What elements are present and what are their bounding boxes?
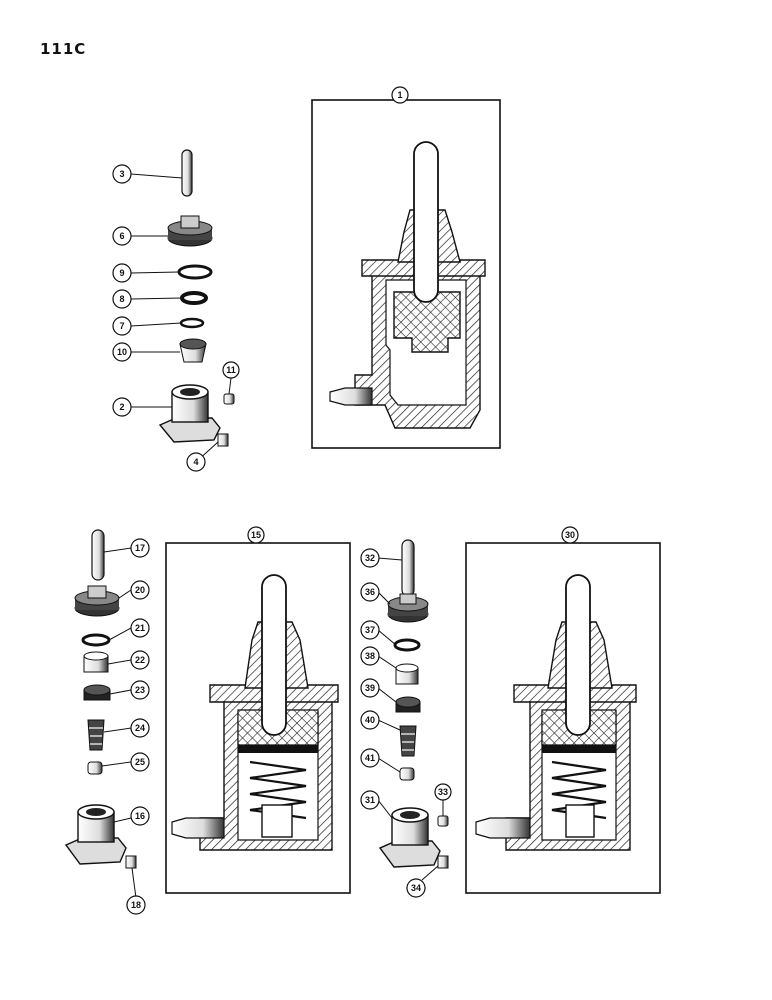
callout-41: 41 — [360, 748, 380, 768]
svg-text:7: 7 — [119, 321, 124, 331]
callout-40: 40 — [360, 710, 380, 730]
assembly-1-cutaway — [311, 99, 501, 449]
page-number-label: 111C — [40, 40, 87, 58]
svg-text:20: 20 — [135, 585, 145, 595]
callout-3: 3 — [112, 164, 132, 184]
part-3-pushrod — [181, 149, 193, 197]
part-32-pushrod — [401, 539, 415, 597]
callout-38: 38 — [360, 646, 380, 666]
part-9-snap-ring — [177, 264, 213, 280]
callout-34: 34 — [406, 878, 426, 898]
callout-36: 36 — [360, 582, 380, 602]
part-22-sleeve — [83, 651, 109, 673]
callout-1: 1 — [391, 86, 409, 104]
callout-2: 2 — [112, 397, 132, 417]
callout-6: 6 — [112, 226, 132, 246]
callout-15: 15 — [247, 526, 265, 544]
part-11-setscrew — [223, 393, 235, 405]
svg-text:23: 23 — [135, 685, 145, 695]
svg-text:31: 31 — [365, 795, 375, 805]
part-6-boot — [167, 215, 213, 247]
callout-10: 10 — [112, 342, 132, 362]
assembly-15-cutaway — [165, 542, 351, 894]
part-36-boot — [387, 593, 429, 623]
callout-9: 9 — [112, 263, 132, 283]
part-21-snap-ring — [81, 633, 111, 647]
part-10-valve — [179, 338, 207, 363]
part-39-piston — [395, 696, 421, 713]
svg-text:24: 24 — [135, 723, 145, 733]
callout-32: 32 — [360, 548, 380, 568]
part-4-bleeder — [217, 433, 229, 447]
part-31-body — [378, 807, 441, 868]
callout-39: 39 — [360, 678, 380, 698]
svg-text:18: 18 — [131, 900, 141, 910]
part-8-seal — [180, 291, 208, 305]
callout-20: 20 — [130, 580, 150, 600]
callout-33: 33 — [434, 783, 452, 801]
svg-text:32: 32 — [365, 553, 375, 563]
assembly-30-cutaway — [465, 542, 661, 894]
part-25-check-valve — [87, 761, 103, 775]
part-17-pushrod — [91, 529, 105, 581]
svg-text:2: 2 — [119, 402, 124, 412]
svg-text:21: 21 — [135, 623, 145, 633]
part-34-bleeder — [437, 855, 449, 869]
svg-text:33: 33 — [438, 787, 448, 797]
part-18-bleeder — [125, 855, 137, 869]
callout-18: 18 — [126, 895, 146, 915]
callout-4: 4 — [186, 452, 206, 472]
callout-30: 30 — [561, 526, 579, 544]
svg-text:9: 9 — [119, 268, 124, 278]
callout-23: 23 — [130, 680, 150, 700]
callout-31: 31 — [360, 790, 380, 810]
callout-17: 17 — [130, 538, 150, 558]
svg-text:25: 25 — [135, 757, 145, 767]
svg-text:1: 1 — [397, 90, 402, 100]
part-38-sleeve — [395, 663, 419, 685]
svg-text:22: 22 — [135, 655, 145, 665]
svg-text:40: 40 — [365, 715, 375, 725]
part-33-setscrew — [437, 815, 449, 827]
part-24-spring — [87, 719, 105, 751]
callout-16: 16 — [130, 806, 150, 826]
svg-text:37: 37 — [365, 625, 375, 635]
part-20-boot — [74, 585, 120, 617]
part-2-body — [158, 384, 221, 443]
leader-lines — [101, 173, 444, 899]
svg-text:11: 11 — [226, 365, 236, 375]
callout-21: 21 — [130, 618, 150, 638]
callout-37: 37 — [360, 620, 380, 640]
part-37-snap-ring — [393, 638, 421, 652]
part-7-o-ring — [179, 317, 205, 329]
svg-text:6: 6 — [119, 231, 124, 241]
callout-8: 8 — [112, 289, 132, 309]
svg-text:15: 15 — [251, 530, 261, 540]
svg-text:10: 10 — [117, 347, 127, 357]
svg-text:3: 3 — [119, 169, 124, 179]
part-41-check-valve — [399, 767, 415, 781]
part-23-piston — [83, 684, 111, 701]
callout-7: 7 — [112, 316, 132, 336]
svg-text:8: 8 — [119, 294, 124, 304]
svg-text:16: 16 — [135, 811, 145, 821]
callout-11: 11 — [222, 361, 240, 379]
svg-text:41: 41 — [365, 753, 375, 763]
part-40-spring — [399, 725, 417, 757]
svg-text:38: 38 — [365, 651, 375, 661]
svg-text:34: 34 — [411, 883, 421, 893]
svg-text:36: 36 — [365, 587, 375, 597]
callout-24: 24 — [130, 718, 150, 738]
callout-22: 22 — [130, 650, 150, 670]
svg-text:4: 4 — [193, 457, 198, 467]
part-16-body — [64, 804, 127, 865]
callout-25: 25 — [130, 752, 150, 772]
svg-text:30: 30 — [565, 530, 575, 540]
svg-text:39: 39 — [365, 683, 375, 693]
svg-text:17: 17 — [135, 543, 145, 553]
